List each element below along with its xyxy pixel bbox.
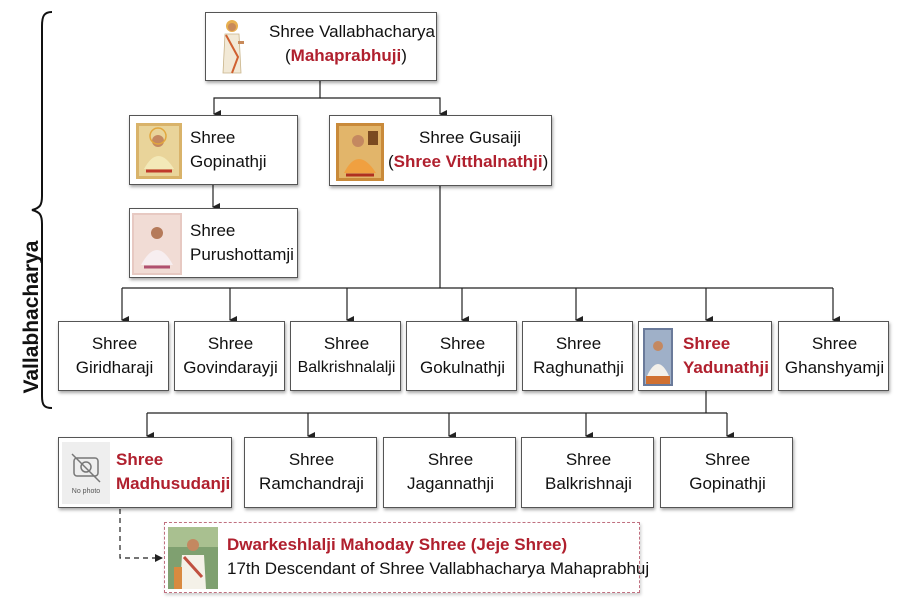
node-gusaiji: Shree Gusaiji (Shree Vitthalnathji) [329, 115, 552, 186]
grandson-line2: Gopinathji [689, 474, 766, 493]
son-line1: Shree [439, 334, 486, 353]
node-raghunathji: Shree Raghunathji [522, 321, 633, 391]
grandson-line2: Ramchandraji [259, 474, 364, 493]
portrait-vallabhacharya [218, 17, 246, 77]
gusaiji-line2: (Shree Vitthalnathji) [388, 152, 549, 171]
son-line1: Shree [555, 334, 602, 353]
descendant-title: Dwarkeshlalji Mahoday Shree (Jeje Shree) [227, 535, 568, 554]
root-line2: (Mahaprabhuji) [285, 46, 407, 65]
node-balkrishnalalji: Shree Balkrishnalalji [290, 321, 401, 391]
grandson-line2: Madhusudanji [116, 474, 231, 493]
grandson-line1: Shree [565, 450, 612, 469]
descendant-subtitle: 17th Descendant of Shree Vallabhacharya … [227, 559, 650, 578]
left-brace [31, 11, 53, 409]
son-line1: Shree [207, 334, 254, 353]
grandson-line1: Shree [704, 450, 751, 469]
node-vallabhacharya: Shree Vallabhacharya (Mahaprabhuji) [205, 12, 437, 81]
node-yadunathji: Shree Yadunathji [638, 321, 772, 391]
portrait-gopinathji [136, 123, 182, 179]
grandson-line1: Shree [288, 450, 335, 469]
son-line1: Shree [811, 334, 858, 353]
node-balkrishnaji: Shree Balkrishnaji [521, 437, 654, 508]
son-line2: Yadunathji [683, 358, 769, 377]
son-line2: Govindarayji [183, 358, 278, 377]
grandson-line2: Jagannathji [407, 474, 494, 493]
node-ramchandraji: Shree Ramchandraji [244, 437, 377, 508]
no-photo-label: No photo [71, 488, 101, 495]
son-line1: Shree [323, 334, 370, 353]
node-ghanshyamji: Shree Ghanshyamji [778, 321, 889, 391]
node-giridharaji: Shree Giridharaji [58, 321, 169, 391]
son-line2: Balkrishnalalji [297, 359, 396, 376]
portrait-dwarkeshlalji [168, 527, 218, 589]
portrait-yadunathji [643, 328, 673, 386]
grandson-line1: Shree [427, 450, 474, 469]
node-jagannathji: Shree Jagannathji [383, 437, 516, 508]
son-line1: Shree [683, 334, 731, 353]
son-line2: Giridharaji [75, 358, 154, 377]
gusaiji-line1: Shree Gusaiji [419, 128, 522, 147]
gopinathji-line1: Shree [190, 128, 236, 147]
gopinathji-line2: Gopinathji [190, 152, 267, 171]
portrait-gusaiji [336, 123, 384, 181]
grandson-line1: Shree [116, 450, 164, 469]
son-line2: Ghanshyamji [784, 358, 885, 377]
purushottamji-line1: Shree [190, 221, 236, 240]
node-purushottamji: Shree Purushottamji [129, 208, 298, 278]
side-label: Vallabhacharya [20, 240, 43, 394]
son-line2: Gokulnathji [419, 358, 506, 377]
purushottamji-line2: Purushottamji [190, 245, 294, 264]
node-gopinathji-2: Shree Gopinathji [660, 437, 793, 508]
son-line1: Shree [91, 334, 138, 353]
son-line2: Raghunathji [533, 358, 624, 377]
root-line1: Shree Vallabhacharya [269, 22, 436, 41]
no-photo-icon: No photo [62, 442, 110, 504]
node-gopinathji: Shree Gopinathji [129, 115, 298, 185]
node-gokulnathji: Shree Gokulnathji [406, 321, 517, 391]
grandson-line2: Balkrishnaji [545, 474, 632, 493]
node-madhusudanji: No photo Shree Madhusudanji [58, 437, 232, 508]
portrait-purushottamji [132, 213, 182, 275]
node-govindarayji: Shree Govindarayji [174, 321, 285, 391]
node-dwarkeshlalji: Dwarkeshlalji Mahoday Shree (Jeje Shree)… [164, 522, 649, 593]
